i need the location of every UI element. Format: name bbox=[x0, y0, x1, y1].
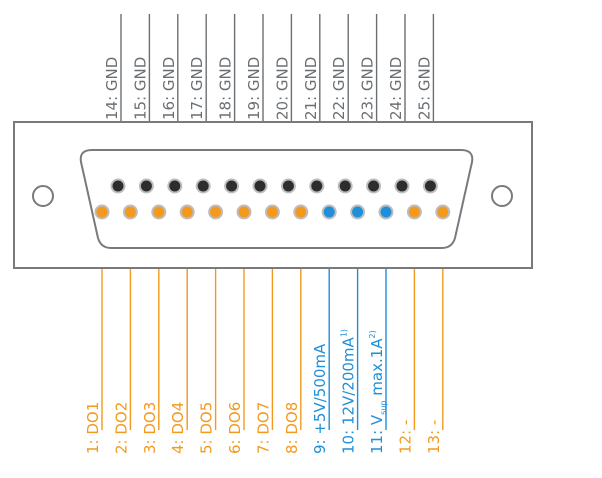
pin-label-16: 16: GND bbox=[160, 57, 178, 120]
pin-17 bbox=[195, 178, 211, 194]
pin-16 bbox=[167, 178, 183, 194]
pin-25 bbox=[422, 178, 438, 194]
pin-label-text: 6: DO6 bbox=[226, 402, 244, 454]
pin-label-1: 1: DO1 bbox=[84, 402, 102, 454]
pin-13 bbox=[435, 204, 451, 220]
pin-20 bbox=[280, 178, 296, 194]
pin-label-text: 7: DO7 bbox=[254, 402, 272, 454]
pin-15 bbox=[138, 178, 154, 194]
pin-label-20: 20: GND bbox=[273, 57, 291, 120]
pin-1 bbox=[94, 204, 110, 220]
pin-22 bbox=[337, 178, 353, 194]
pin-10 bbox=[350, 204, 366, 220]
pin-label-23: 23: GND bbox=[359, 57, 377, 120]
connector-d-sub-body bbox=[79, 149, 474, 249]
pin-label-subscript: sup bbox=[379, 401, 388, 415]
pin-label-22: 22: GND bbox=[330, 57, 348, 120]
pin-label-text: 11: V bbox=[368, 414, 386, 454]
mounting-hole-left bbox=[32, 185, 54, 207]
pin-label-9: 9: +5V/500mA bbox=[311, 343, 329, 454]
pin-label-text: 13: - bbox=[425, 420, 443, 454]
pin-label-10: 10: 12V/200mA1) bbox=[340, 329, 358, 454]
pin-3 bbox=[151, 204, 167, 220]
pin-label-6: 6: DO6 bbox=[226, 402, 244, 454]
pin-label-text: 9: +5V/500mA bbox=[311, 343, 329, 454]
pin-label-7: 7: DO7 bbox=[254, 402, 272, 454]
pin-label-suffix: max.1A bbox=[368, 338, 386, 401]
pins bbox=[94, 178, 451, 220]
pin-5 bbox=[208, 204, 224, 220]
pin-label-text: 1: DO1 bbox=[84, 402, 102, 454]
pin-18 bbox=[224, 178, 240, 194]
pin-11 bbox=[378, 204, 394, 220]
pin-12 bbox=[406, 204, 422, 220]
pin-21 bbox=[309, 178, 325, 194]
pin-label-text: 10: 12V/200mA bbox=[340, 336, 358, 454]
pin-label-19: 19: GND bbox=[245, 57, 263, 120]
pin-label-15: 15: GND bbox=[131, 57, 149, 120]
pin-labels: 14: GND 15: GND 16: GND 17: GND 18: GND 19: G… bbox=[84, 57, 443, 454]
pin-label-text: 3: DO3 bbox=[141, 402, 159, 454]
pin-6 bbox=[236, 204, 252, 220]
pin-label-text: 12: - bbox=[396, 420, 414, 454]
mounting-hole-right bbox=[491, 185, 513, 207]
pin-label-5: 5: DO5 bbox=[198, 402, 216, 454]
pin-2 bbox=[122, 204, 138, 220]
pin-7 bbox=[264, 204, 280, 220]
pin-label-11: 11: Vsup max.1A2) bbox=[368, 330, 388, 454]
pin-label-text: 2: DO2 bbox=[112, 402, 130, 454]
pin-label-14: 14: GND bbox=[103, 57, 121, 120]
pin-label-18: 18: GND bbox=[217, 57, 235, 120]
pin-label-13: 13: - bbox=[425, 420, 443, 454]
pin-label-text: 4: DO4 bbox=[169, 402, 187, 454]
pin-label-25: 25: GND bbox=[415, 57, 433, 120]
pin-label-12: 12: - bbox=[396, 420, 414, 454]
pin-label-3: 3: DO3 bbox=[141, 402, 159, 454]
pin-label-superscript: 2) bbox=[368, 330, 377, 338]
pin-label-21: 21: GND bbox=[302, 57, 320, 120]
pin-8 bbox=[293, 204, 309, 220]
pin-19 bbox=[252, 178, 268, 194]
pin-label-4: 4: DO4 bbox=[169, 402, 187, 454]
pin-label-2: 2: DO2 bbox=[112, 402, 130, 454]
pin-4 bbox=[179, 204, 195, 220]
pin-label-17: 17: GND bbox=[188, 57, 206, 120]
pin-24 bbox=[394, 178, 410, 194]
pin-14 bbox=[110, 178, 126, 194]
pin-label-8: 8: DO8 bbox=[283, 402, 301, 454]
pin-label-superscript: 1) bbox=[340, 329, 349, 337]
pin-label-text: 5: DO5 bbox=[198, 402, 216, 454]
pin-label-24: 24: GND bbox=[387, 57, 405, 120]
pin-9 bbox=[321, 204, 337, 220]
pin-lines bbox=[101, 14, 444, 430]
pin-label-text: 8: DO8 bbox=[283, 402, 301, 454]
pin-23 bbox=[366, 178, 382, 194]
